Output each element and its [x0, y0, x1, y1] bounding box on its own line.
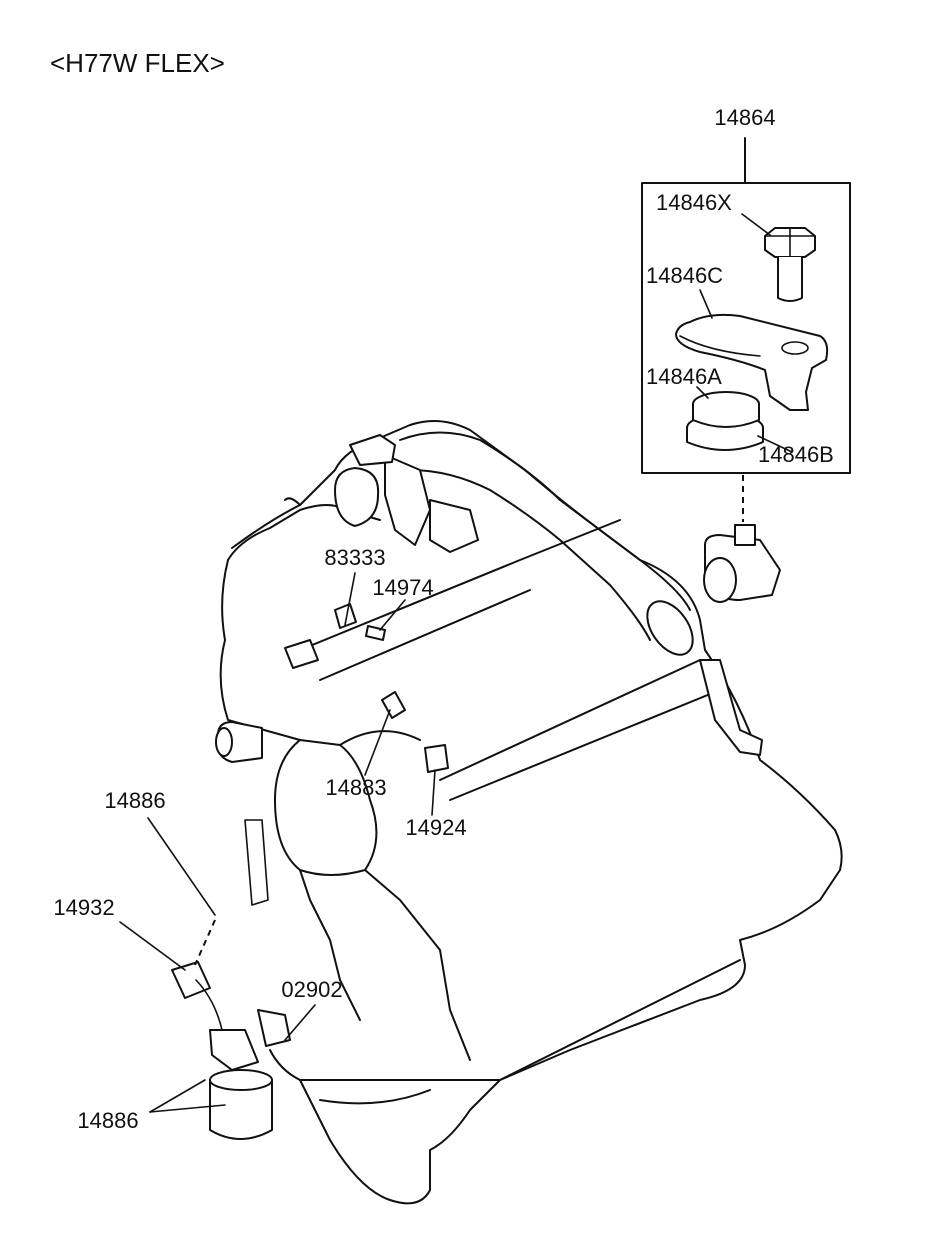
inset-kit: 14864 14846X 14846C 14846A 14846B	[641, 105, 851, 474]
insulator-drawing	[686, 386, 793, 453]
bracket-14846c-drawing	[675, 289, 829, 411]
leader-14886-bottom-b	[149, 1104, 226, 1113]
label-14974: 14974	[372, 575, 433, 600]
leader-02902	[284, 1004, 316, 1041]
label-14886-bottom: 14886	[77, 1108, 138, 1133]
diagram-title: <H77W FLEX>	[50, 48, 225, 78]
leader-14886-top	[147, 817, 216, 916]
leader-14883	[364, 709, 391, 776]
bolt-14846x-drawing	[741, 213, 816, 302]
leader-lines	[119, 572, 436, 1113]
label-14932: 14932	[53, 895, 114, 920]
label-14924: 14924	[405, 815, 466, 840]
engine-drawing	[171, 420, 843, 1205]
inset-box	[641, 182, 851, 474]
leader-14886-bottom-a	[149, 1079, 206, 1113]
leader-14974	[379, 599, 406, 631]
label-14846x: 14846X	[656, 190, 732, 215]
label-14864: 14864	[714, 105, 775, 130]
label-14883: 14883	[325, 775, 386, 800]
label-14846b: 14846B	[758, 442, 834, 467]
label-02902: 02902	[281, 977, 342, 1002]
leader-14932	[119, 921, 186, 971]
dashed-14886-top	[194, 919, 216, 966]
leader-14924	[431, 769, 436, 816]
label-14886-top: 14886	[104, 788, 165, 813]
label-14846c: 14846C	[646, 263, 723, 288]
leader-83333	[344, 572, 356, 626]
label-14846a: 14846A	[646, 364, 722, 389]
label-83333: 83333	[324, 545, 385, 570]
